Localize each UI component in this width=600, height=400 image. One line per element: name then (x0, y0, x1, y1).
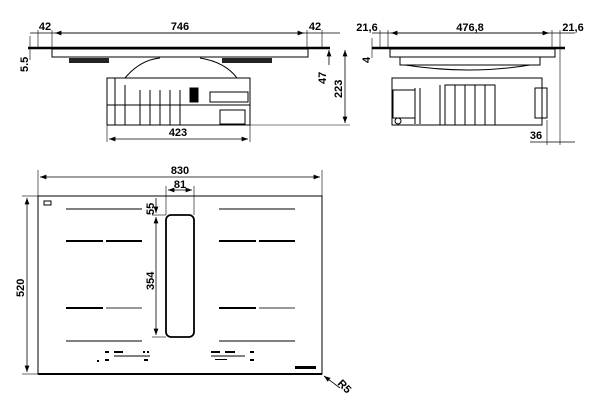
dim-corner-radius: R5 (335, 378, 353, 396)
end-view: 21,6 476,8 21,6 4 36 (356, 22, 584, 145)
indicator-icon (43, 200, 52, 206)
dim-left-margin-end: 21,6 (356, 22, 377, 34)
dim-total-width: 830 (171, 165, 189, 177)
zone-markings-left (66, 208, 142, 342)
dim-left-margin: 42 (39, 21, 51, 33)
motor-body (106, 77, 251, 126)
dim-total-depth: 520 (15, 279, 27, 297)
dim-glass-thickness-end: 4 (361, 56, 373, 63)
dim-vent-length: 354 (145, 271, 157, 290)
dim-vent-offset: 55 (145, 203, 157, 215)
dim-body-width: 423 (169, 127, 187, 139)
top-view: 830 81 520 55 354 R5 (15, 165, 353, 396)
dim-vent-width: 81 (174, 179, 186, 191)
control-panel-left (97, 351, 150, 362)
dim-right-margin: 42 (309, 21, 321, 33)
side-view: 42 746 42 5.5 223 47 423 (19, 21, 350, 142)
dim-width-between: 746 (171, 21, 189, 33)
dim-body-offset: 36 (530, 130, 542, 142)
control-panel-right (211, 351, 254, 361)
zone-markings-right (219, 208, 295, 342)
brand-logo (295, 366, 316, 369)
frame (51, 48, 309, 58)
dim-glass-thickness: 5.5 (19, 57, 31, 72)
dim-right-margin-end: 21,6 (562, 22, 583, 34)
side-vent-right (222, 58, 272, 63)
side-vent-left (69, 58, 109, 63)
dim-total-height: 223 (333, 80, 345, 98)
extraction-vent (165, 214, 195, 338)
dim-width-between-end: 476,8 (456, 22, 484, 34)
dim-depth-to-body: 47 (317, 72, 329, 84)
